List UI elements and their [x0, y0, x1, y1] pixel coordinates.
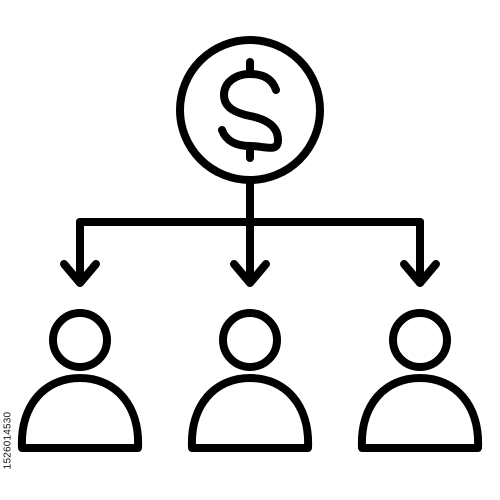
stock-image-id-text: 1526014530: [2, 411, 14, 469]
arrow-down-icon: [230, 260, 270, 287]
stock-image-id: 1526014530: [0, 385, 16, 495]
arrow-down-icon: [400, 260, 440, 287]
person-icon: [17, 309, 143, 452]
dollar-sign-icon: [218, 58, 282, 162]
connector-lines: [76, 176, 424, 286]
person-icon: [357, 309, 483, 452]
person-icon: [187, 309, 313, 452]
coin-icon: [176, 36, 324, 184]
arrow-down-icon: [60, 260, 100, 287]
